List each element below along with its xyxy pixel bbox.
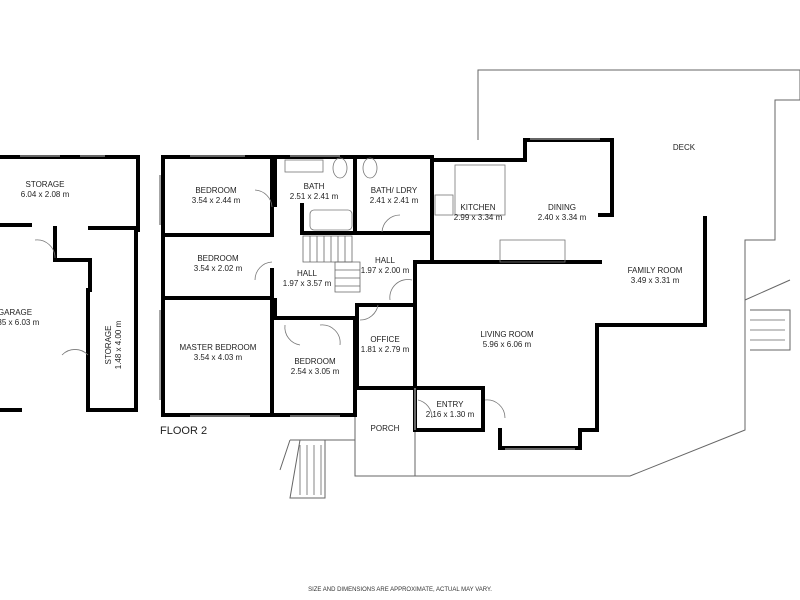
room-dims: 2.54 x 3.05 m bbox=[290, 367, 340, 376]
fixtures bbox=[284, 157, 566, 263]
room-dims: 3.54 x 2.02 m bbox=[193, 264, 243, 273]
room-label-deck: DECK bbox=[673, 143, 695, 153]
room-name: LIVING ROOM bbox=[480, 330, 534, 339]
room-dims: 1.97 x 3.57 m bbox=[282, 279, 332, 288]
room-dims: 1.81 x 2.79 m bbox=[360, 345, 410, 354]
room-label-porch: PORCH bbox=[371, 424, 400, 434]
walls bbox=[0, 138, 707, 450]
room-name: BATH bbox=[303, 182, 325, 191]
room-name: KITCHEN bbox=[460, 203, 496, 212]
room-dims: 1.97 x 2.00 m bbox=[360, 266, 410, 275]
room-dims: 2.99 x 3.34 m bbox=[453, 213, 503, 222]
disclaimer: SIZE AND DIMENSIONS ARE APPROXIMATE, ACT… bbox=[308, 587, 492, 593]
deck-outline bbox=[279, 69, 800, 499]
room-name: HALL bbox=[296, 269, 318, 278]
room-dims: 3.49 x 3.31 m bbox=[630, 276, 680, 285]
room-dims: 2.16 x 1.30 m bbox=[425, 410, 475, 419]
floor-label: FLOOR 2 bbox=[160, 425, 208, 437]
room-name: STORAGE bbox=[104, 325, 113, 365]
room-name: ENTRY bbox=[436, 400, 464, 409]
room-name: OFFICE bbox=[370, 335, 400, 344]
room-dims: 3.35 x 6.03 m bbox=[0, 318, 40, 327]
windows bbox=[20, 138, 600, 450]
stairs bbox=[299, 235, 785, 495]
room-name: BEDROOM bbox=[294, 357, 336, 366]
room-dims: 6.04 x 2.08 m bbox=[20, 190, 70, 199]
room-name: BATH/ LDRY bbox=[370, 186, 418, 195]
room-name: DINING bbox=[547, 203, 576, 212]
room-name: BEDROOM bbox=[197, 254, 239, 263]
room-name: DECK bbox=[672, 143, 696, 152]
room-name: FAMILY ROOM bbox=[627, 266, 683, 275]
room-dims: 5.96 x 6.06 m bbox=[482, 340, 532, 349]
room-dims: 2.41 x 2.41 m bbox=[369, 196, 419, 205]
room-label-garage: GARAGE3.35 x 6.03 m bbox=[0, 308, 39, 328]
room-dims: 2.51 x 2.41 m bbox=[289, 192, 339, 201]
room-name: PORCH bbox=[370, 424, 400, 433]
room-name: BEDROOM bbox=[195, 186, 237, 195]
room-dims: 1.48 x 4.00 m bbox=[114, 320, 123, 370]
doors bbox=[34, 189, 506, 419]
room-dims: 3.54 x 2.44 m bbox=[191, 196, 241, 205]
room-dims: 3.54 x 4.03 m bbox=[193, 353, 243, 362]
room-name: HALL bbox=[374, 256, 396, 265]
room-name: STORAGE bbox=[25, 180, 65, 189]
room-dims: 2.40 x 3.34 m bbox=[537, 213, 587, 222]
room-name: MASTER BEDROOM bbox=[179, 343, 257, 352]
room-name: GARAGE bbox=[0, 308, 33, 317]
